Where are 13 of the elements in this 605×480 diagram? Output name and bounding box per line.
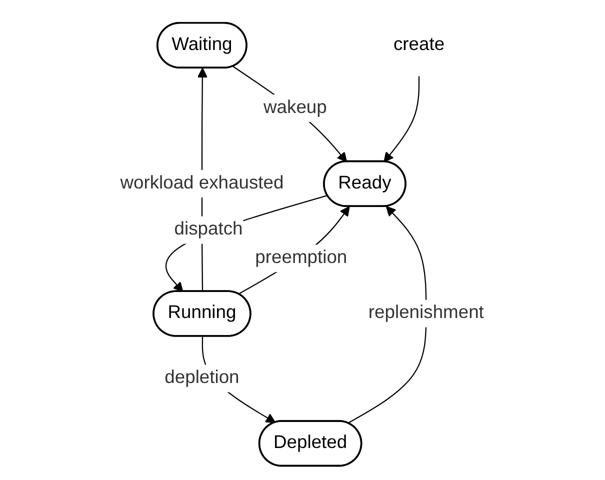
arrow (348, 206, 428, 424)
arrow (233, 66, 348, 162)
edge-label: preemption (256, 248, 348, 268)
arrow (166, 194, 328, 292)
node-text: create (394, 34, 446, 54)
edge-label: workload exhausted (120, 173, 284, 193)
edge-label: wakeup (264, 98, 328, 118)
edge-label: dispatch (174, 220, 244, 240)
state-diagram: wakeup workload exhausted dispatch preemption depletion replenishment Waiting create Ready Running Depleted (111, 5, 494, 475)
edge-label: replenishment (368, 303, 484, 323)
edge-label: depletion (165, 368, 240, 388)
arrow (238, 206, 350, 295)
arrow (384, 76, 420, 162)
